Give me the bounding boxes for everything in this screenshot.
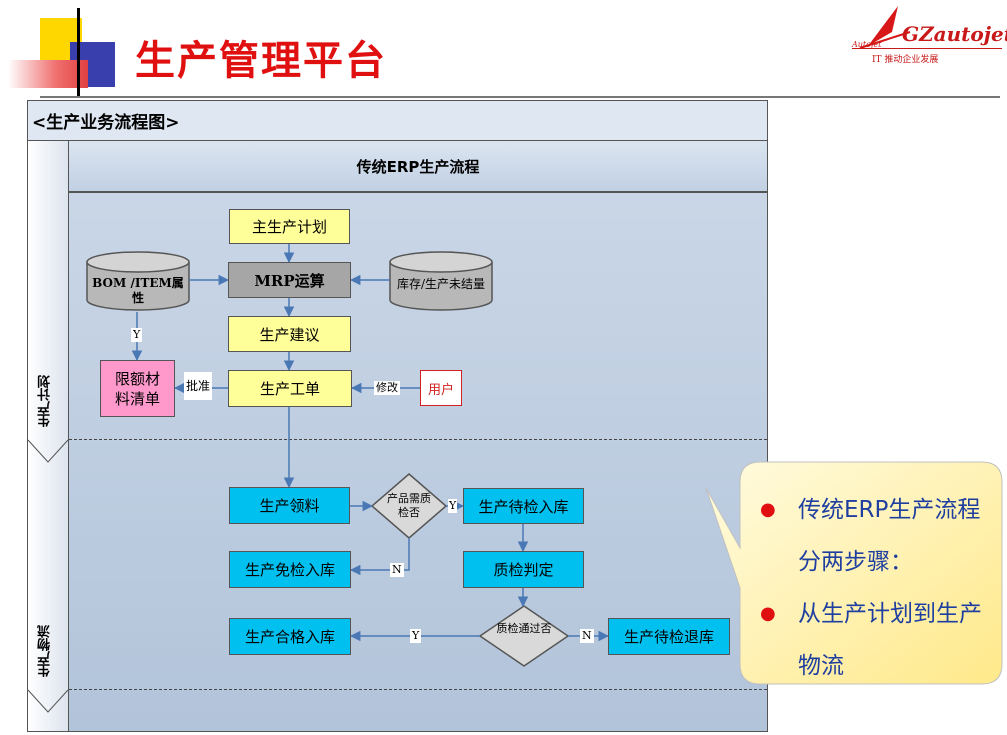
callout-bullet-2: ● 从生产计划到生产物流 <box>752 588 988 692</box>
edge-label-modify: 修改 <box>374 381 400 395</box>
logo-small-text: Autojet <box>852 40 882 49</box>
logo-brand-text: GZautojet <box>902 22 1007 46</box>
header-deco-red-bar <box>8 60 88 88</box>
node-advice: 生产建议 <box>228 316 351 352</box>
bom-cylinder-shape <box>86 251 190 311</box>
header-deco-vline <box>77 8 80 98</box>
callout-bullet-1: ● 传统ERP生产流程分两步骤： <box>752 484 988 588</box>
node-order: 生产工单 <box>228 370 352 407</box>
page-title: 生产管理平台 <box>135 38 387 84</box>
diagram-frame-title: <生产业务流程图> <box>32 113 180 133</box>
lane-label-column <box>28 141 69 731</box>
logo: Autojet GZautojet IT 推动企业发展 <box>850 2 1007 72</box>
lane-chevron-2 <box>27 689 69 713</box>
node-stock-text: 库存/生产未结量 <box>396 277 486 291</box>
edge-label-n2: N <box>580 629 594 643</box>
stock-cylinder-shape <box>389 251 493 311</box>
edge-label-n1: N <box>390 563 404 577</box>
callout-text: ● 传统ERP生产流程分两步骤： ● 从生产计划到生产物流 <box>752 484 988 692</box>
node-bom: BOM /ITEM属性 <box>90 276 186 306</box>
logo-tagline: IT 推动企业发展 <box>872 55 939 65</box>
node-free-in: 生产免检入库 <box>229 551 351 588</box>
node-ok-in: 生产合格入库 <box>229 618 351 655</box>
bullet-dot-2-icon: ● <box>760 603 776 624</box>
callout-shape <box>705 461 1003 685</box>
node-pass: 质检通过否 <box>496 622 552 636</box>
node-need-qc-text: 产品需质检否 <box>387 492 431 519</box>
edge-label-y2: Y <box>448 499 458 513</box>
node-bom-text: BOM /ITEM属性 <box>92 276 184 305</box>
diagram-title-bar <box>28 101 767 141</box>
node-wait-return: 生产待检退库 <box>608 618 730 655</box>
bullet-dot-1-icon: ● <box>760 499 776 520</box>
node-quota: 限额材料清单 <box>100 360 175 417</box>
edge-label-y1: Y <box>131 328 143 342</box>
diamond-pass-shape <box>478 605 570 667</box>
node-stock: 库存/生产未结量 <box>393 277 489 292</box>
callout-bullet-1-text: 传统ERP生产流程分两步骤： <box>798 497 981 575</box>
node-user: 用户 <box>420 370 462 406</box>
node-need-qc: 产品需质检否 <box>384 492 434 520</box>
edge-label-y3: Y <box>410 629 422 643</box>
edge-label-approve: 批准 <box>184 372 213 400</box>
node-pick: 生产领料 <box>229 487 350 524</box>
lane-header-text: 传统ERP生产流程 <box>356 157 480 176</box>
lane-divider-2 <box>69 689 767 690</box>
lane-header: 传统ERP生产流程 <box>69 141 767 193</box>
node-main-plan: 主生产计划 <box>229 209 350 244</box>
callout-bullet-2-text: 从生产计划到生产物流 <box>798 601 982 679</box>
node-mrp: MRP运算 <box>228 262 351 298</box>
lane-chevron-1 <box>27 439 69 463</box>
lane-divider-1 <box>69 439 767 440</box>
logo-swoosh-icon <box>859 6 911 49</box>
node-pass-text: 质检通过否 <box>496 622 552 635</box>
header-deco-hline <box>40 96 1000 98</box>
logo-underline <box>852 48 1002 49</box>
node-judge: 质检判定 <box>463 551 584 588</box>
node-wait-in: 生产待检入库 <box>463 488 584 524</box>
